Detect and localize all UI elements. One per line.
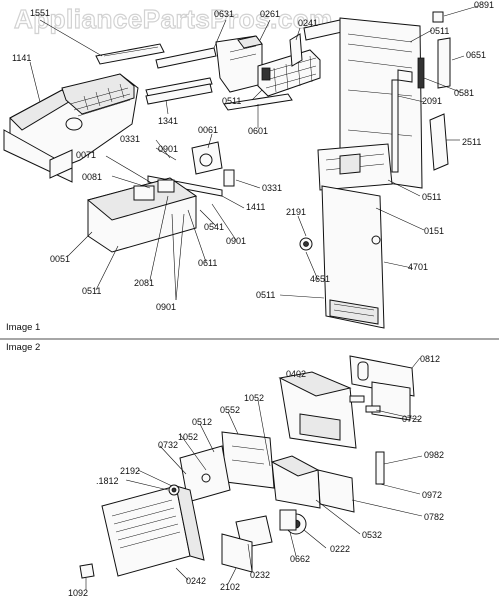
callout-0261: 0261 bbox=[260, 9, 280, 19]
callout-0081: 0081 bbox=[82, 172, 102, 182]
callout-0242: 0242 bbox=[186, 576, 206, 586]
connector-0331 bbox=[224, 170, 234, 186]
callout-0051: 0051 bbox=[50, 254, 70, 264]
callout-0232: 0232 bbox=[250, 570, 270, 580]
callout-0662: 0662 bbox=[290, 554, 310, 564]
callout-1052-b: 1052 bbox=[178, 432, 198, 442]
callout-0812: 0812 bbox=[420, 354, 440, 364]
callout-0601: 0601 bbox=[248, 126, 268, 136]
ice-maker-housing bbox=[216, 36, 262, 92]
clip-0891 bbox=[433, 12, 443, 22]
callout-1141: 1141 bbox=[12, 53, 31, 63]
callout-0331-b: 0331 bbox=[262, 183, 282, 193]
callout-1411: 1411 bbox=[246, 202, 265, 212]
callout-0511-bl: 0511 bbox=[82, 286, 101, 296]
callout-0972: 0972 bbox=[422, 490, 442, 500]
callout-0722: 0722 bbox=[402, 414, 422, 424]
bracket-0651 bbox=[438, 38, 450, 88]
section-label-image-2: Image 2 bbox=[6, 342, 40, 353]
fan-shroud bbox=[318, 144, 392, 190]
strip-0581 bbox=[418, 58, 424, 88]
solenoid-0222 bbox=[280, 510, 306, 534]
section-label-image-1: Image 1 bbox=[6, 322, 40, 333]
callout-1551: 1551 bbox=[30, 8, 50, 18]
strip-2511 bbox=[430, 114, 448, 170]
tube-2091 bbox=[392, 80, 398, 172]
auger-motor bbox=[192, 142, 222, 174]
callout-0901-c: 0901 bbox=[156, 302, 176, 312]
callout-0402: 0402 bbox=[286, 369, 306, 379]
callout-0511-top: 0511 bbox=[430, 26, 449, 36]
callout-0611: 0611 bbox=[198, 258, 217, 268]
callout-2102: 2102 bbox=[220, 582, 240, 592]
callout-4701: 4701 bbox=[408, 262, 428, 272]
callout-0891: 0891 bbox=[474, 0, 494, 10]
callout-0631: 0631 bbox=[214, 9, 234, 19]
callout-0982: 0982 bbox=[424, 450, 444, 460]
callout-0532: 0532 bbox=[362, 530, 382, 540]
callout-1812: .1812 bbox=[96, 476, 119, 486]
callout-0151: 0151 bbox=[424, 226, 444, 236]
evaporator-cover bbox=[322, 186, 384, 328]
knob-2192 bbox=[169, 485, 179, 495]
callout-2192: 2192 bbox=[120, 466, 140, 476]
housing-0402 bbox=[280, 372, 356, 448]
callout-0512: 0512 bbox=[192, 417, 212, 427]
callout-0061: 0061 bbox=[198, 125, 218, 135]
clip-1092 bbox=[80, 564, 94, 578]
fan-assembly bbox=[300, 238, 312, 250]
bracket-0812 bbox=[350, 356, 414, 420]
callout-0581: 0581 bbox=[454, 88, 474, 98]
callout-0071: 0071 bbox=[76, 150, 96, 160]
callout-2191: 2191 bbox=[286, 207, 306, 217]
callout-0511-mid: 0511 bbox=[222, 96, 241, 106]
chute-0532 bbox=[272, 456, 320, 508]
callout-1052-a: 1052 bbox=[244, 393, 264, 403]
callout-0901-a: 0901 bbox=[158, 144, 178, 154]
callout-2091: 2091 bbox=[422, 96, 442, 106]
callout-0222: 0222 bbox=[330, 544, 350, 554]
control-box bbox=[88, 178, 196, 252]
watermark: AppliancePartsPros.com bbox=[14, 4, 333, 34]
callout-2081: 2081 bbox=[134, 278, 154, 288]
front-panel-0242 bbox=[102, 486, 204, 576]
callout-4651: 4651 bbox=[310, 274, 330, 284]
strip-0982 bbox=[376, 452, 384, 484]
callout-0732: 0732 bbox=[158, 440, 178, 450]
bracket-1551 bbox=[96, 44, 164, 64]
callout-0511-r: 0511 bbox=[422, 192, 441, 202]
callout-1341: 1341 bbox=[158, 116, 178, 126]
callout-0241: 0241 bbox=[298, 18, 318, 28]
bracket-0552 bbox=[222, 432, 274, 488]
callout-0541: 0541 bbox=[204, 222, 224, 232]
callout-1092: 1092 bbox=[68, 588, 88, 598]
callout-0782: 0782 bbox=[424, 512, 444, 522]
callout-0901-b: 0901 bbox=[226, 236, 246, 246]
callout-0651: 0651 bbox=[466, 50, 486, 60]
callout-2511: 2511 bbox=[462, 137, 481, 147]
ice-bucket bbox=[4, 74, 138, 182]
callout-0511-br: 0511 bbox=[256, 290, 275, 300]
callout-0552: 0552 bbox=[220, 405, 240, 415]
callout-0331-a: 0331 bbox=[120, 134, 140, 144]
